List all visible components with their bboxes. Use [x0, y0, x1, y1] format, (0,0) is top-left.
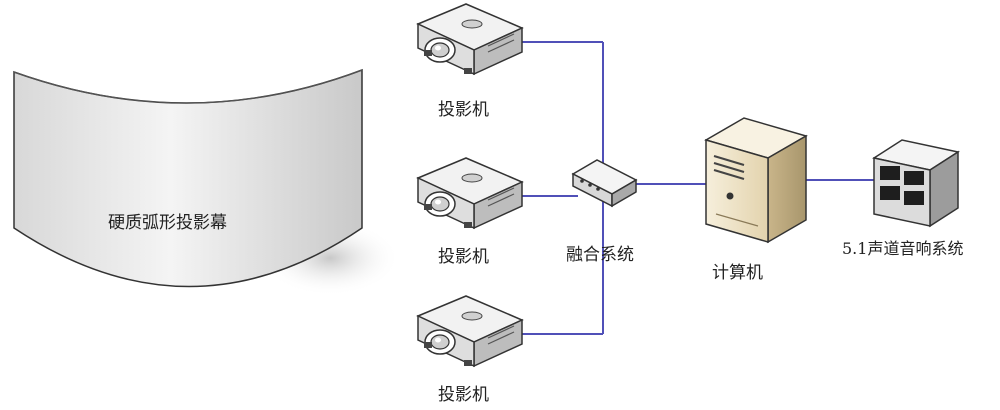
- curved-screen: [13, 68, 400, 296]
- connector-lines: [522, 41, 880, 335]
- audio-system-icon: [872, 139, 960, 228]
- computer-label: 计算机: [712, 263, 763, 283]
- projector-icon-bottom: [417, 295, 523, 367]
- audio-system-label: 5.1声道音响系统: [842, 239, 964, 258]
- projector-icon-middle: [417, 157, 523, 229]
- blending-system-label: 融合系统: [566, 245, 634, 265]
- projector-label-middle: 投影机: [438, 247, 489, 267]
- projector-label-top: 投影机: [438, 100, 489, 120]
- projector-label-bottom: 投影机: [438, 385, 489, 405]
- screen-label: 硬质弧形投影幕: [108, 213, 227, 233]
- projector-icon-top: [417, 3, 523, 75]
- computer-tower-icon: [704, 117, 808, 244]
- blending-unit-icon: [571, 159, 638, 208]
